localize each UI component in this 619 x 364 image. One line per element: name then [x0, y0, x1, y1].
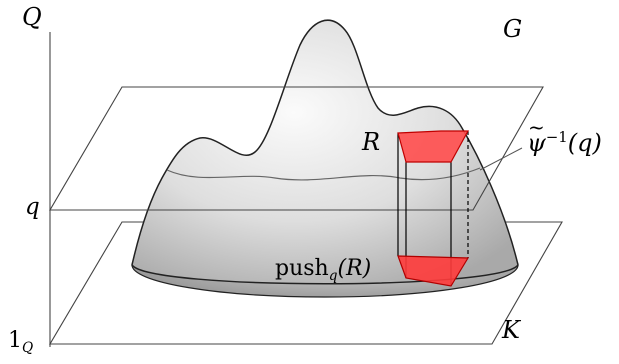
axis-label-unit-base: 1 [8, 328, 22, 353]
plane-k [49, 221, 563, 345]
tilde-mark: ~ [528, 114, 545, 139]
preimage-label-exp: −1 [545, 128, 568, 146]
push-label-base: push [275, 256, 329, 281]
region-label-r: R [362, 128, 381, 156]
region-push-face [397, 255, 470, 287]
preimage-label-arg: (q) [567, 128, 602, 157]
region-label-push: pushq(R) [275, 258, 371, 283]
push-label-arg: (R) [337, 256, 372, 281]
preimage-label-base: ψ [527, 128, 546, 157]
level-set-contour [166, 167, 481, 181]
axis-label-unit: 1Q [8, 330, 33, 355]
push-label-sub: q [328, 267, 338, 284]
space-label-k: K [502, 316, 520, 344]
axis-label-q-level: q [25, 194, 40, 220]
surface-g [131, 19, 519, 285]
region-r-face [397, 130, 470, 163]
axis-label-unit-sub: Q [22, 339, 34, 356]
axis-label-q-top: Q [22, 3, 42, 31]
preimage-pointer [479, 147, 523, 171]
preimage-label: ~ ψ −1(q) [527, 117, 602, 157]
space-label-g: G [503, 15, 523, 43]
